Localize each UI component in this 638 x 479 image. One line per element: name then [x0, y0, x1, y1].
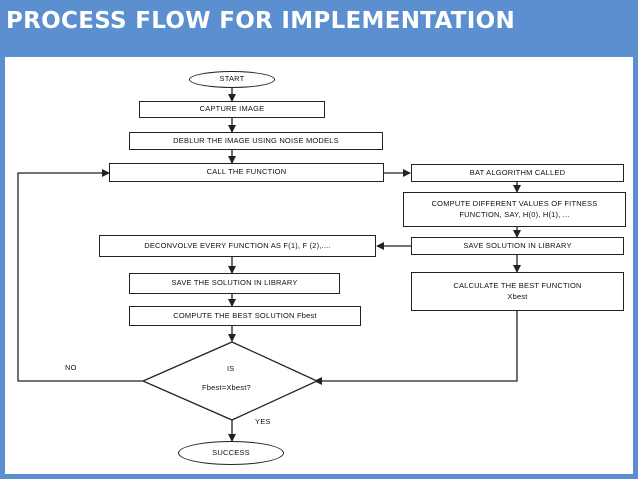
calc-best-box: CALCULATE THE BEST FUNCTION Xbest	[411, 272, 624, 311]
edge-label-yes: YES	[255, 417, 271, 426]
arrow-decision-no-loop	[17, 169, 143, 382]
deconvolve-box: DECONVOLVE EVERY FUNCTION AS F(1), F (2)…	[99, 235, 376, 257]
arrow-calc-to-decision	[314, 311, 518, 385]
calc-best-line1: CALCULATE THE BEST FUNCTION	[453, 281, 582, 291]
success-node: SUCCESS	[178, 441, 284, 465]
start-node: START	[189, 71, 275, 88]
edge-label-no: NO	[65, 363, 77, 372]
deblur-box: DEBLUR THE IMAGE USING NOISE MODELS	[129, 132, 383, 150]
bat-algorithm-box: BAT ALGORITHM CALLED	[411, 164, 624, 182]
call-function-box: CALL THE FUNCTION	[109, 163, 384, 182]
diagram-panel: START CAPTURE IMAGE DEBLUR THE IMAGE USI…	[5, 57, 633, 474]
connectors	[17, 88, 521, 442]
slide-title: PROCESS FLOW FOR IMPLEMENTATION	[6, 8, 516, 34]
save-library-left-box: SAVE THE SOLUTION IN LIBRARY	[129, 273, 340, 294]
capture-image-box: CAPTURE IMAGE	[139, 101, 325, 118]
save-library-right-box: SAVE SOLUTION IN LIBRARY	[411, 237, 624, 255]
decision-text-line1: IS	[227, 364, 235, 373]
calc-best-line2: Xbest	[507, 291, 528, 301]
compute-values-box: COMPUTE DIFFERENT VALUES OF FITNESS FUNC…	[403, 192, 626, 227]
decision-diamond	[141, 341, 319, 421]
compute-best-box: COMPUTE THE BEST SOLUTION Fbest	[129, 306, 361, 326]
decision-text-line2: Fbest=Xbest?	[202, 383, 251, 392]
